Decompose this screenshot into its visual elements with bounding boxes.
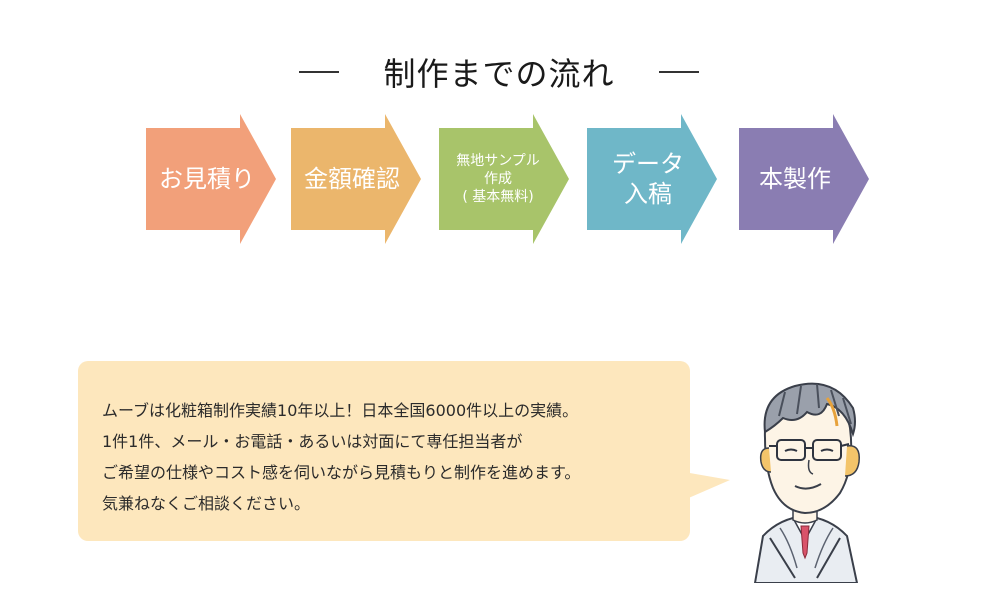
heading-dash-left (299, 71, 340, 73)
step-sample: 無地サンプル 作成 ( 基本無料) (439, 114, 569, 244)
section-heading: 制作までの流れ (0, 46, 998, 98)
step-estimate: お見積り (146, 114, 276, 244)
message-text: ムーブは化粧箱制作実績10年以上！日本全国6000件以上の実績。 1件1件、メー… (102, 395, 580, 519)
arrow-shape (439, 114, 569, 244)
step-price-confirm: 金額確認 (291, 114, 421, 244)
flow-steps: お見積り 金額確認 無地サンプル 作成 ( 基本無料) データ 入稿 (0, 0, 998, 260)
arrow-shape (291, 114, 421, 244)
speech-bubble-tail (684, 472, 730, 500)
speech-bubble: ムーブは化粧箱制作実績10年以上！日本全国6000件以上の実績。 1件1件、メー… (78, 361, 690, 541)
heading-dash-right (658, 71, 699, 73)
step-label: 無地サンプル 作成 ( 基本無料) (456, 153, 540, 205)
arrow-shape (739, 114, 869, 244)
message-line: ムーブは化粧箱制作実績10年以上！日本全国6000件以上の実績。 (102, 401, 579, 420)
step-data-submit: データ 入稿 (587, 114, 717, 244)
step-production: 本製作 (739, 114, 869, 244)
arrow-shape (587, 114, 717, 244)
message-line: ご希望の仕様やコスト感を伺いながら見積もりと制作を進めます。 (102, 463, 581, 482)
step-label: データ 入稿 (612, 150, 684, 208)
step-label: 本製作 (759, 165, 831, 193)
message-line: 1件1件、メール・お電話・あるいは対面にて専任担当者が (102, 432, 523, 451)
staff-character-illustration (753, 382, 860, 583)
page-title: 制作までの流れ (383, 55, 615, 93)
step-label: お見積り (159, 165, 255, 193)
step-label: 金額確認 (304, 165, 400, 193)
arrow-shape (146, 114, 276, 244)
message-line: 気兼ねなくご相談ください。 (102, 494, 311, 513)
